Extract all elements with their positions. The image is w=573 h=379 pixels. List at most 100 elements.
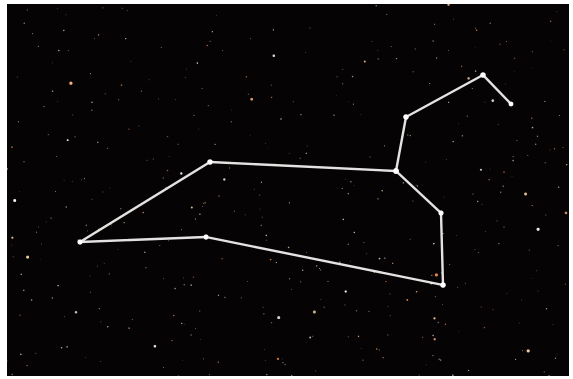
background-star xyxy=(74,136,75,137)
background-star xyxy=(186,69,187,70)
background-star xyxy=(46,221,47,222)
background-star xyxy=(260,208,261,209)
background-star xyxy=(481,306,482,307)
background-star xyxy=(527,349,530,352)
background-star xyxy=(67,139,69,141)
background-star xyxy=(406,299,408,301)
constellation-star xyxy=(480,72,486,78)
background-star xyxy=(57,285,59,287)
background-star xyxy=(435,273,438,276)
background-star xyxy=(75,311,78,314)
background-star xyxy=(145,267,146,268)
background-star xyxy=(363,242,364,243)
background-star xyxy=(514,71,515,72)
background-star xyxy=(475,28,476,29)
background-star xyxy=(66,15,67,16)
background-star xyxy=(407,134,408,135)
background-star xyxy=(132,319,133,320)
background-star xyxy=(271,97,273,99)
background-star xyxy=(482,204,483,205)
background-star xyxy=(532,51,533,52)
background-star xyxy=(458,123,459,124)
background-star xyxy=(434,24,435,25)
background-star xyxy=(382,357,383,358)
background-star xyxy=(489,22,491,24)
background-star xyxy=(472,193,473,194)
background-star xyxy=(516,140,517,141)
background-star xyxy=(169,156,170,157)
background-star xyxy=(214,144,215,145)
background-star xyxy=(477,201,478,202)
background-star xyxy=(69,82,72,85)
background-star xyxy=(289,153,290,154)
background-star xyxy=(128,128,129,129)
background-star xyxy=(31,299,33,301)
background-star xyxy=(475,47,476,48)
background-star xyxy=(436,57,437,58)
background-star xyxy=(503,227,504,228)
background-star xyxy=(300,158,301,159)
background-star xyxy=(229,168,230,169)
background-star xyxy=(209,374,210,375)
background-star xyxy=(474,249,475,250)
background-star xyxy=(333,115,334,116)
background-star xyxy=(344,305,345,306)
background-star xyxy=(391,46,392,47)
background-star xyxy=(141,90,142,91)
background-star xyxy=(205,202,206,203)
background-star xyxy=(546,308,547,309)
background-star xyxy=(50,218,51,219)
background-star xyxy=(180,172,182,174)
background-star xyxy=(221,258,222,259)
background-star xyxy=(432,355,433,356)
background-star xyxy=(360,114,361,115)
background-star xyxy=(250,98,253,101)
constellation-line xyxy=(210,162,396,171)
background-star xyxy=(97,266,98,267)
background-star xyxy=(64,180,65,181)
background-star xyxy=(315,370,316,371)
constellation-star xyxy=(393,168,399,174)
background-star xyxy=(345,290,347,292)
background-star xyxy=(212,31,213,32)
background-star xyxy=(171,340,173,342)
background-star xyxy=(566,164,567,165)
background-star xyxy=(109,187,110,188)
background-star xyxy=(85,357,86,358)
background-star xyxy=(13,256,14,257)
constellation-line xyxy=(396,171,441,213)
background-star xyxy=(167,136,169,138)
background-star xyxy=(309,337,311,339)
background-star xyxy=(379,349,380,350)
background-star xyxy=(181,323,182,324)
background-star xyxy=(468,370,469,371)
background-star xyxy=(309,27,310,28)
background-star xyxy=(231,121,232,122)
background-star xyxy=(264,349,265,350)
background-star xyxy=(231,110,232,111)
background-star xyxy=(19,191,20,192)
background-star xyxy=(202,88,203,89)
background-star xyxy=(529,250,530,251)
background-star xyxy=(263,307,264,308)
background-star xyxy=(453,141,454,142)
background-star xyxy=(52,91,53,92)
background-star xyxy=(362,360,363,361)
background-star xyxy=(203,203,204,204)
background-star xyxy=(246,76,248,78)
background-star xyxy=(163,278,164,279)
background-star xyxy=(465,283,466,284)
background-star xyxy=(182,360,183,361)
background-star xyxy=(532,127,534,129)
background-star xyxy=(377,58,379,60)
background-star xyxy=(438,322,440,324)
background-star xyxy=(425,162,426,163)
background-star xyxy=(193,276,194,277)
background-star xyxy=(125,38,126,39)
background-star xyxy=(199,214,200,215)
background-star xyxy=(413,71,414,72)
background-star xyxy=(55,191,56,192)
background-star xyxy=(118,249,119,250)
background-star xyxy=(316,265,318,267)
background-star xyxy=(498,124,499,125)
